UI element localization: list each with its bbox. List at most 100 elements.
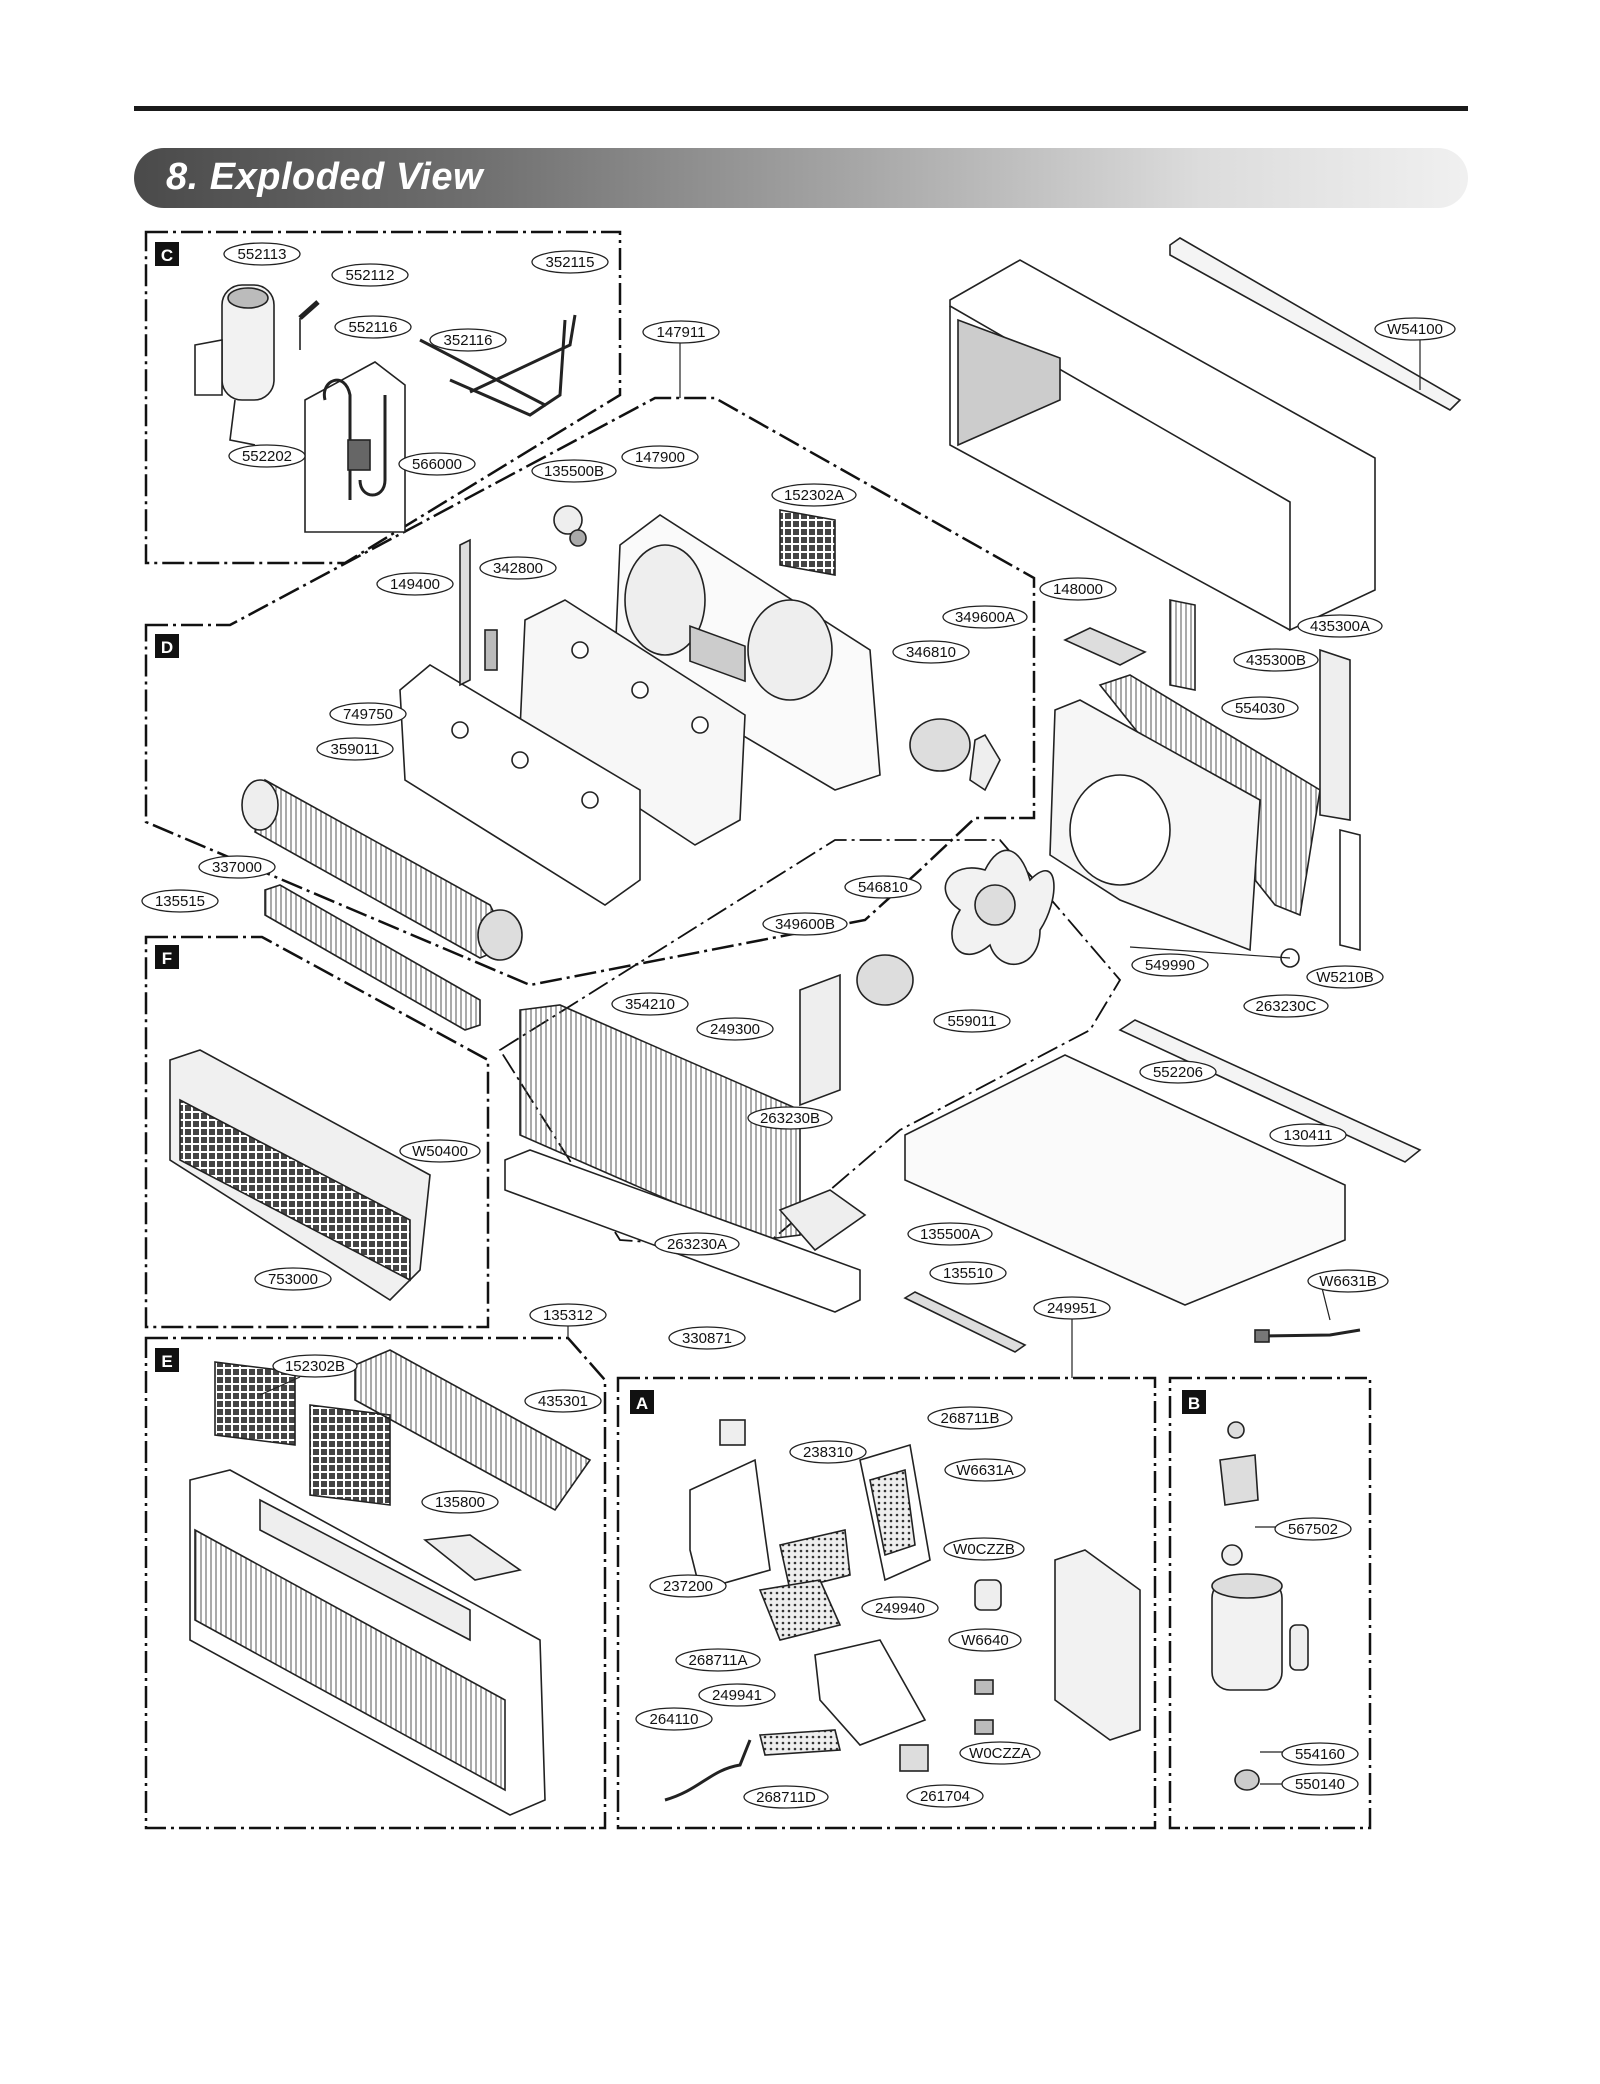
section-badge-a: A: [630, 1390, 654, 1414]
part-label-559011: 559011: [933, 1009, 1011, 1033]
svg-text:346810: 346810: [906, 644, 956, 661]
svg-text:W6640: W6640: [961, 1632, 1009, 1649]
svg-text:147911: 147911: [657, 324, 706, 341]
svg-text:237200: 237200: [663, 1578, 713, 1595]
part-label-566000: 566000: [398, 452, 476, 476]
part-label-552113: 552113: [223, 242, 301, 266]
part-label-435301: 435301: [524, 1389, 602, 1413]
part-label-550140: 550140: [1281, 1772, 1359, 1796]
svg-text:552202: 552202: [242, 448, 292, 465]
part-label-135800: 135800: [421, 1490, 499, 1514]
page-title: 8. Exploded View: [166, 156, 484, 198]
svg-text:349600B: 349600B: [775, 916, 835, 933]
part-label-W50400: W50400: [399, 1139, 481, 1163]
svg-text:135312: 135312: [543, 1307, 593, 1324]
svg-text:554160: 554160: [1295, 1746, 1345, 1763]
svg-text:147900: 147900: [635, 449, 685, 466]
svg-text:352115: 352115: [546, 254, 595, 271]
svg-text:W5210B: W5210B: [1316, 969, 1374, 986]
svg-text:349600A: 349600A: [955, 609, 1015, 626]
part-label-342800: 342800: [479, 556, 557, 580]
part-label-W6631A: W6631A: [944, 1458, 1026, 1482]
part-label-249940: 249940: [861, 1596, 939, 1620]
frame-f: [144, 935, 490, 1329]
part-label-W0CZZB: W0CZZB: [943, 1537, 1025, 1561]
front-panel-drawing: [189, 1469, 546, 1816]
svg-text:W54100: W54100: [1387, 321, 1443, 338]
svg-text:435300A: 435300A: [1310, 618, 1370, 635]
svg-text:135500B: 135500B: [544, 463, 604, 480]
svg-text:354210: 354210: [625, 996, 675, 1013]
svg-text:435301: 435301: [538, 1393, 588, 1410]
svg-text:W0CZZA: W0CZZA: [969, 1745, 1031, 1762]
bracket-148000-drawing: [1063, 599, 1196, 691]
svg-text:352116: 352116: [444, 332, 493, 349]
part-label-749750: 749750: [329, 702, 407, 726]
svg-text:559011: 559011: [948, 1013, 997, 1030]
part-label-268711D: 268711D: [743, 1785, 829, 1809]
part-drawings: [169, 237, 1462, 1816]
section-badges: C D F E A B: [155, 242, 1206, 1414]
part-labels: 552113 552112 552116 352116 352115 55220…: [141, 242, 1456, 1809]
rail-W54100-drawing: [1169, 237, 1462, 411]
display-238310-drawing: [779, 1529, 851, 1591]
wall-sleeve-drawing: [949, 259, 1376, 632]
part-label-135515: 135515: [141, 889, 219, 913]
svg-text:W6631A: W6631A: [956, 1462, 1014, 1479]
svg-text:552113: 552113: [238, 246, 287, 263]
section-badge-e: E: [155, 1348, 179, 1372]
svg-text:135510: 135510: [943, 1265, 993, 1282]
svg-text:135800: 135800: [435, 1494, 485, 1511]
svg-text:264110: 264110: [650, 1711, 699, 1728]
svg-text:148000: 148000: [1053, 581, 1103, 598]
svg-text:152302B: 152302B: [285, 1358, 345, 1375]
frame-c: [144, 230, 622, 565]
svg-text:263230B: 263230B: [760, 1110, 820, 1127]
svg-text:135500A: 135500A: [920, 1226, 980, 1243]
evaporator-coil-354210-drawing: [519, 1004, 801, 1241]
svg-text:435300B: 435300B: [1246, 652, 1306, 669]
frame-e: [144, 1336, 607, 1830]
part-label-753000: 753000: [254, 1267, 332, 1291]
part-label-554030: 554030: [1221, 696, 1299, 720]
svg-text:554030: 554030: [1235, 700, 1285, 717]
part-label-552112: 552112: [331, 263, 409, 287]
svg-text:W0CZZB: W0CZZB: [953, 1541, 1015, 1558]
part-label-263230B: 263230B: [747, 1106, 833, 1130]
svg-text:268711D: 268711D: [756, 1789, 816, 1806]
part-label-130411: 130411: [1269, 1123, 1347, 1147]
control-box-237200-drawing: [689, 1419, 771, 1591]
svg-text:W6631B: W6631B: [1319, 1273, 1377, 1290]
part-label-149400: 149400: [376, 572, 454, 596]
part-label-W6631B: W6631B: [1307, 1269, 1389, 1293]
part-label-W5210B: W5210B: [1306, 965, 1384, 989]
cord-W6631B-drawing: [1254, 1328, 1361, 1343]
svg-text:152302A: 152302A: [784, 487, 844, 504]
terminal-blocks-drawing: [899, 1679, 994, 1772]
grille-435301-drawing: [354, 1349, 592, 1512]
pcb-268711B-drawing: [859, 1443, 931, 1582]
svg-text:268711B: 268711B: [941, 1410, 1000, 1427]
part-label-546810: 546810: [844, 875, 922, 899]
svg-text:F: F: [162, 949, 172, 968]
base-pan-130411-drawing: [904, 1019, 1422, 1306]
svg-text:261704: 261704: [920, 1788, 970, 1805]
svg-text:549990: 549990: [1145, 957, 1195, 974]
accumulator-drawing: [194, 284, 320, 446]
bracket-249940-drawing: [814, 1639, 927, 1746]
door-135800-drawing: [422, 1534, 522, 1581]
svg-text:268711A: 268711A: [689, 1652, 748, 1669]
propeller-fan-559011-drawing: [944, 849, 1055, 966]
part-label-349600B: 349600B: [762, 912, 848, 936]
part-label-435300B: 435300B: [1233, 648, 1319, 672]
filter-152302B-drawing: [214, 1361, 391, 1506]
part-label-552206: 552206: [1139, 1060, 1217, 1084]
part-label-135500A: 135500A: [907, 1222, 993, 1246]
svg-text:552112: 552112: [346, 267, 395, 284]
part-label-352116: 352116: [429, 328, 507, 352]
section-badge-b: B: [1182, 1390, 1206, 1414]
shroud-549990-drawing: [1049, 699, 1300, 968]
tubes-drawing: [419, 314, 577, 417]
svg-text:249940: 249940: [875, 1600, 925, 1617]
